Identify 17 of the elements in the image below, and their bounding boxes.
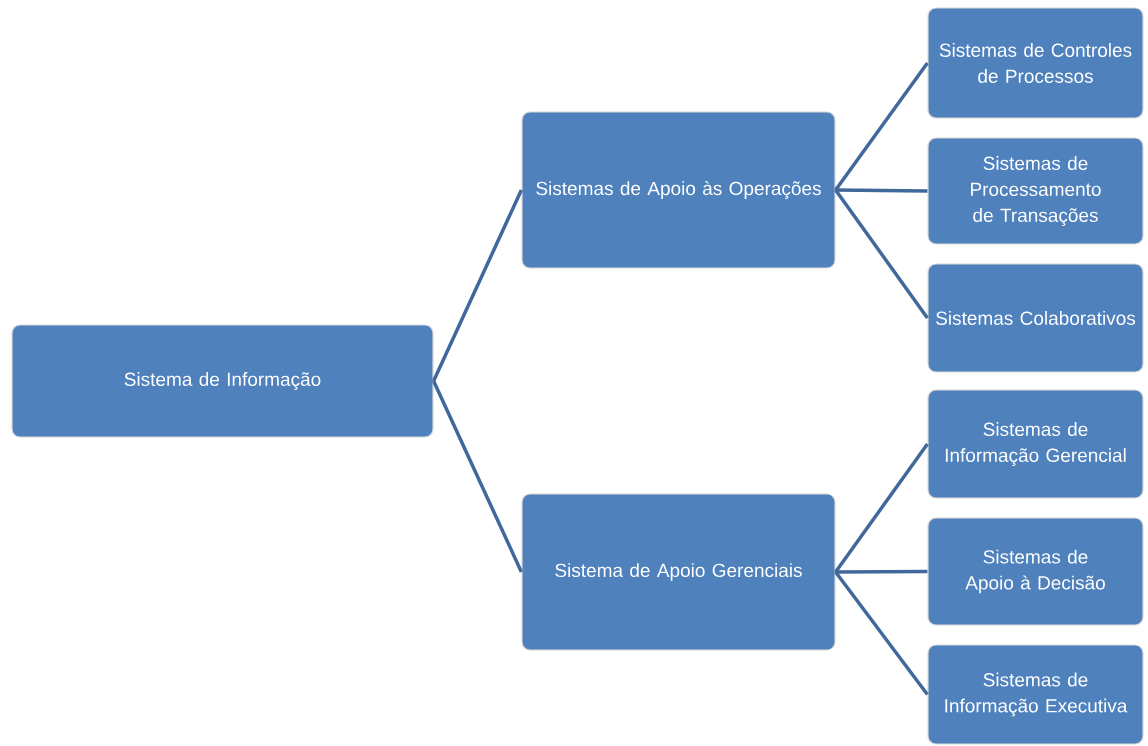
- connector-line: [834, 188, 929, 319]
- category-box: Sistemas de Apoio às Operações: [521, 111, 836, 269]
- system-box: Sistemas de Controles de Processos: [927, 7, 1144, 119]
- connector-line: [834, 61, 929, 191]
- connector-line: [834, 570, 929, 696]
- connector-line: [432, 380, 523, 573]
- connector-line: [835, 569, 928, 574]
- system-box: Sistemas de Informação Executiva: [927, 644, 1144, 745]
- connector-line: [834, 442, 929, 573]
- system-box: Sistemas de Apoio à Decisão: [927, 517, 1144, 626]
- system-box: Sistemas de Informação Gerencial: [927, 389, 1144, 499]
- connector-line: [432, 189, 523, 382]
- system-box: Sistemas de Processamento de Transações: [927, 137, 1144, 245]
- system-box: Sistemas Colaborativos: [927, 263, 1144, 373]
- category-box: Sistema de Apoio Gerenciais: [521, 493, 836, 651]
- connector-line: [835, 188, 928, 193]
- root-box: Sistema de Informação: [11, 324, 434, 438]
